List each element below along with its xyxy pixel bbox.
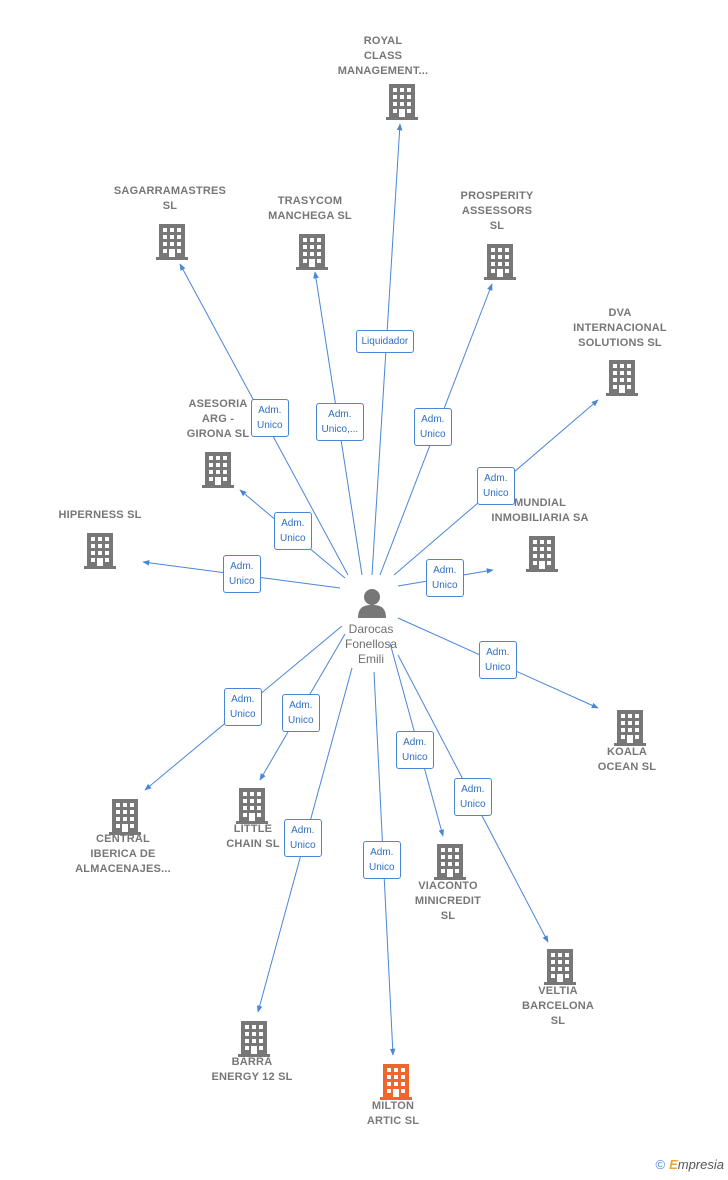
company-label-hiperness[interactable]: HIPERNESS SL [58,509,142,521]
company-label-milton[interactable]: MILTON ARTIC SL [366,1100,420,1127]
edge-label-milton[interactable]: Adm. Unico [363,841,401,879]
company-label-royal[interactable]: ROYAL CLASS MANAGEMENT... [337,35,429,77]
edge-label-dva[interactable]: Adm. Unico [477,467,515,505]
edge-label-viaconto[interactable]: Adm. Unico [396,731,434,769]
copyright-symbol: © [655,1157,666,1172]
building-icon-little[interactable] [236,788,268,824]
edge-label-central[interactable]: Adm. Unico [224,688,262,726]
person-icon [358,589,386,618]
edge-label-koala[interactable]: Adm. Unico [479,641,517,679]
edge-label-little[interactable]: Adm. Unico [282,694,320,732]
edge-label-sagarramastres[interactable]: Adm. Unico [251,399,289,437]
building-icon-royal[interactable] [386,84,418,120]
building-icon-dva[interactable] [606,360,638,396]
building-icon-sagarramastres[interactable] [156,224,188,260]
building-icon-mundial[interactable] [526,536,558,572]
building-icon-hiperness[interactable] [84,533,116,569]
building-icon-koala[interactable] [614,710,646,746]
building-icon-viaconto[interactable] [434,844,466,880]
brand-initial: E [669,1157,678,1172]
company-label-prosperity[interactable]: PROSPERITY ASSESSORS SL [460,190,534,232]
company-label-veltia[interactable]: VELTIA BARCELONA SL [521,985,595,1027]
brand-name: mpresia [677,1157,724,1172]
copyright: ©Empresia [655,1157,724,1172]
company-label-asesoria[interactable]: ASESORIA ARG - GIRONA SL [186,398,250,440]
edge-label-veltia[interactable]: Adm. Unico [454,778,492,816]
edge-label-hiperness[interactable]: Adm. Unico [223,555,261,593]
edge-label-royal[interactable]: Liquidador [355,329,415,353]
company-label-mundial[interactable]: MUNDIAL INMOBILIARIA SA [491,497,589,524]
company-label-koala[interactable]: KOALA OCEAN SL [597,746,657,773]
company-label-viaconto[interactable]: VIACONTO MINICREDIT SL [414,880,482,922]
company-label-little[interactable]: LITTLE CHAIN SL [226,823,280,850]
edge-label-trasycom[interactable]: Adm. Unico,... [315,403,365,441]
building-icon-asesoria[interactable] [202,452,234,488]
building-icon-prosperity[interactable] [484,244,516,280]
building-icon-veltia[interactable] [544,949,576,985]
building-icon-trasycom[interactable] [296,234,328,270]
company-label-trasycom[interactable]: TRASYCOM MANCHEGA SL [268,195,352,222]
edge-label-prosperity[interactable]: Adm. Unico [414,408,452,446]
edge-label-asesoria[interactable]: Adm. Unico [274,512,312,550]
company-label-central[interactable]: CENTRAL IBERICA DE ALMACENAJES... [75,833,171,875]
edge-label-mundial[interactable]: Adm. Unico [426,559,464,597]
building-icon-barra[interactable] [238,1021,270,1057]
company-label-sagarramastres[interactable]: SAGARRAMASTRES SL [113,185,227,212]
edge-label-barra[interactable]: Adm. Unico [284,819,322,857]
person-name: Darocas Fonellosa Emili [344,622,398,666]
company-label-barra[interactable]: BARRA ENERGY 12 SL [211,1056,293,1083]
building-icon-milton[interactable] [380,1064,412,1100]
company-label-dva[interactable]: DVA INTERNACIONAL SOLUTIONS SL [573,307,667,349]
building-icon-central[interactable] [109,799,141,835]
